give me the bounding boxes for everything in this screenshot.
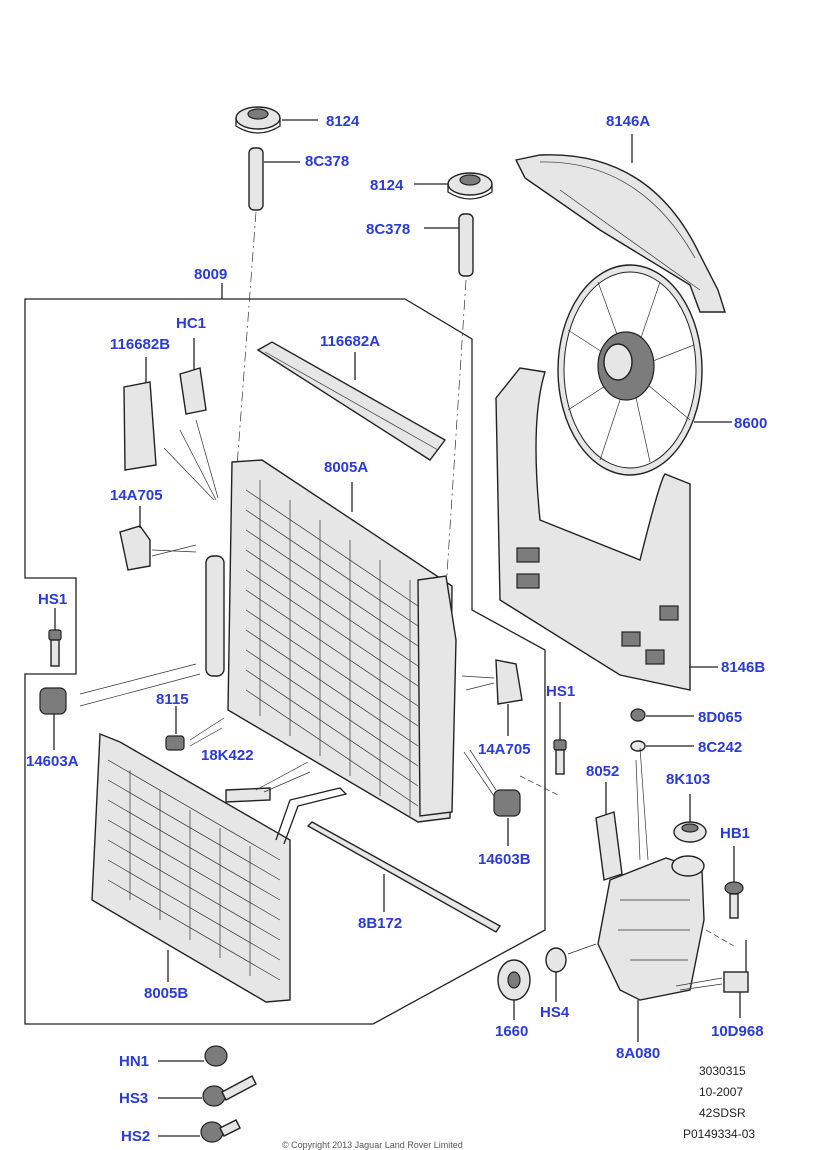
mount-14603a bbox=[39, 687, 67, 715]
label-10d968: 10D968 bbox=[711, 1023, 764, 1040]
label-8600: 8600 bbox=[734, 415, 768, 432]
label-hs2: HS2 bbox=[121, 1128, 151, 1145]
radiator-8005a bbox=[205, 459, 457, 823]
label-14a705-left: 14A705 bbox=[110, 487, 163, 504]
seal-8c242 bbox=[630, 740, 646, 752]
pin-8c378-mid bbox=[458, 213, 474, 277]
bolt-hs2 bbox=[200, 1119, 241, 1143]
label-8005a: 8005A bbox=[324, 459, 369, 476]
label-8d065: 8D065 bbox=[698, 709, 743, 726]
bleed-screw-8d065 bbox=[630, 708, 646, 722]
screw-hs1-left bbox=[48, 629, 62, 667]
label-8c242: 8C242 bbox=[698, 739, 743, 756]
label-8k103: 8K103 bbox=[666, 771, 711, 788]
seal-strip-8b172 bbox=[306, 821, 502, 933]
bracket-10d968 bbox=[723, 940, 749, 993]
clip-hc1 bbox=[179, 367, 207, 415]
screw-hs4 bbox=[545, 947, 567, 973]
copyright-footer: © Copyright 2013 Jaguar Land Rover Limit… bbox=[282, 1140, 463, 1150]
label-hn1: HN1 bbox=[119, 1053, 150, 1070]
label-hs3: HS3 bbox=[119, 1090, 149, 1107]
label-8115: 8115 bbox=[156, 691, 189, 708]
label-hs1-right: HS1 bbox=[546, 683, 576, 700]
fan-shroud-upper-8146a bbox=[514, 154, 726, 313]
label-8124-top: 8124 bbox=[326, 113, 360, 130]
label-8a080: 8A080 bbox=[616, 1045, 661, 1062]
expansion-tank-8a080 bbox=[597, 855, 705, 1001]
bolt-hs3 bbox=[202, 1075, 257, 1107]
fan-shroud-lower-8146b bbox=[495, 367, 691, 691]
radiator-seal-116682a bbox=[256, 341, 447, 461]
label-14a705-right: 14A705 bbox=[478, 741, 531, 758]
label-8124-mid: 8124 bbox=[370, 177, 404, 194]
label-hb1: HB1 bbox=[720, 825, 751, 842]
bolt-hb1 bbox=[724, 881, 744, 919]
nut-hn1 bbox=[204, 1045, 228, 1067]
info-line-2: 10-2007 bbox=[699, 1085, 744, 1099]
label-hs1-left: HS1 bbox=[38, 591, 68, 608]
clip-18k422 bbox=[225, 787, 271, 803]
info-line-4: P0149334-03 bbox=[683, 1127, 756, 1141]
seal-116682b bbox=[123, 381, 157, 471]
label-8c378-top: 8C378 bbox=[305, 153, 350, 170]
label-8052: 8052 bbox=[586, 763, 620, 780]
condenser-8005b bbox=[91, 732, 348, 1003]
label-hc1: HC1 bbox=[176, 315, 207, 332]
sensor-8115 bbox=[165, 735, 185, 751]
pin-8c378-top bbox=[248, 147, 264, 211]
mount-14603b bbox=[493, 789, 521, 817]
label-14603b: 14603B bbox=[478, 851, 531, 868]
bracket-14a705-left bbox=[119, 525, 151, 571]
label-8005b: 8005B bbox=[144, 985, 189, 1002]
label-8b172: 8B172 bbox=[358, 915, 403, 932]
label-116682a: 116682A bbox=[320, 333, 381, 350]
label-hs4: HS4 bbox=[540, 1004, 570, 1021]
cap-8124-mid bbox=[447, 172, 493, 200]
info-line-1: 3030315 bbox=[699, 1064, 746, 1078]
label-8146b: 8146B bbox=[721, 659, 766, 676]
sensor-8052 bbox=[595, 811, 623, 881]
screw-hs1-right bbox=[553, 739, 567, 775]
label-14603a: 14603A bbox=[26, 753, 79, 770]
info-line-3: 42SDSR bbox=[699, 1106, 746, 1120]
label-8009: 8009 bbox=[194, 266, 228, 283]
label-8c378-mid: 8C378 bbox=[366, 221, 411, 238]
cooling-fan-8600 bbox=[557, 264, 703, 476]
label-1660: 1660 bbox=[495, 1023, 529, 1040]
label-8146a: 8146A bbox=[606, 113, 651, 130]
label-18k422: 18K422 bbox=[201, 747, 254, 764]
assembly-boundary bbox=[24, 298, 546, 1025]
cap-8k103 bbox=[673, 821, 707, 843]
cap-8124-top bbox=[235, 106, 281, 134]
pulley-1660 bbox=[497, 959, 531, 1001]
label-116682b: 116682B bbox=[110, 336, 171, 353]
bracket-14a705-right bbox=[495, 659, 523, 705]
